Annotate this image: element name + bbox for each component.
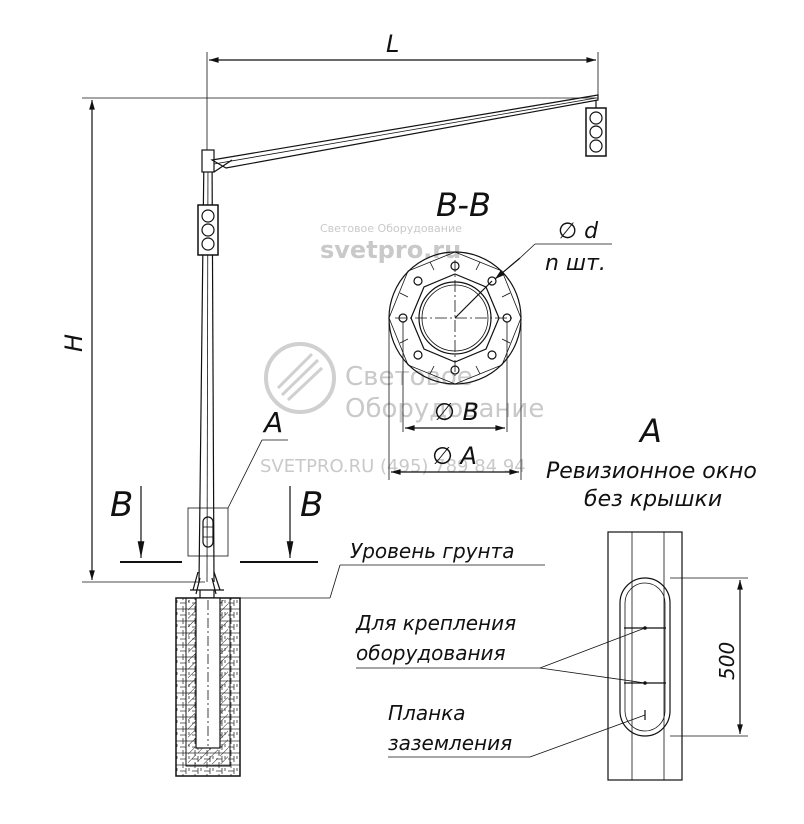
traffic-light-pole (197, 204, 219, 256)
mounting-label-line2: оборудования (356, 641, 506, 665)
traffic-light-arm (585, 100, 607, 157)
section-bb-title: B-B (436, 186, 491, 224)
svg-text:Световое: Световое (345, 362, 473, 392)
svg-text:SVETPRO.RU (495) 789 84 94: SVETPRO.RU (495) 789 84 94 (260, 456, 526, 477)
detail-a-marker: A (187, 406, 288, 557)
dimension-l: L (206, 30, 599, 150)
detail-a: A Ревизионное окно без крышки 500 (546, 412, 757, 781)
grounding-label-line2: заземления (388, 731, 512, 755)
detail-a-caption-line1: Ревизионное окно (546, 459, 757, 484)
section-cut-marks: B B (110, 485, 323, 563)
foundation (175, 590, 241, 777)
cut-mark-right-label: B (300, 485, 323, 525)
mounting-callout: Для крепления оборудования (355, 611, 646, 684)
detail-a-caption-line2: без крышки (584, 487, 722, 512)
bolt-circle-label: ∅ B (434, 398, 479, 426)
detail-a-title: A (638, 412, 662, 450)
watermark-logo-icon (264, 342, 336, 414)
grounding-callout: Планка заземления (388, 701, 646, 758)
svg-text:svetpro.ru: svetpro.ru (320, 236, 461, 264)
section-bb: B-B ∅ d n шт. ∅ B ∅ A (388, 186, 612, 480)
hole-diameter-label: ∅ d (558, 219, 599, 244)
hole-count-label: n шт. (545, 251, 606, 276)
detail-a-marker-label: A (262, 406, 283, 439)
window-height-label: 500 (715, 642, 739, 680)
ground-level-label: Уровень грунта (350, 539, 514, 563)
dimension-h-label: H (60, 334, 88, 352)
svg-text:Оборудование: Оборудование (345, 394, 544, 424)
ground-level-callout: Уровень грунта (216, 539, 545, 599)
grounding-label-line1: Планка (388, 701, 466, 725)
dimension-h: H (60, 97, 598, 583)
flange-diameter-label: ∅ A (432, 442, 477, 470)
cut-mark-left-label: B (110, 485, 133, 525)
mounting-label-line1: Для крепления (355, 611, 516, 635)
svg-text:Световое Оборудование: Световое Оборудование (320, 222, 462, 235)
dimension-l-label: L (386, 30, 399, 58)
